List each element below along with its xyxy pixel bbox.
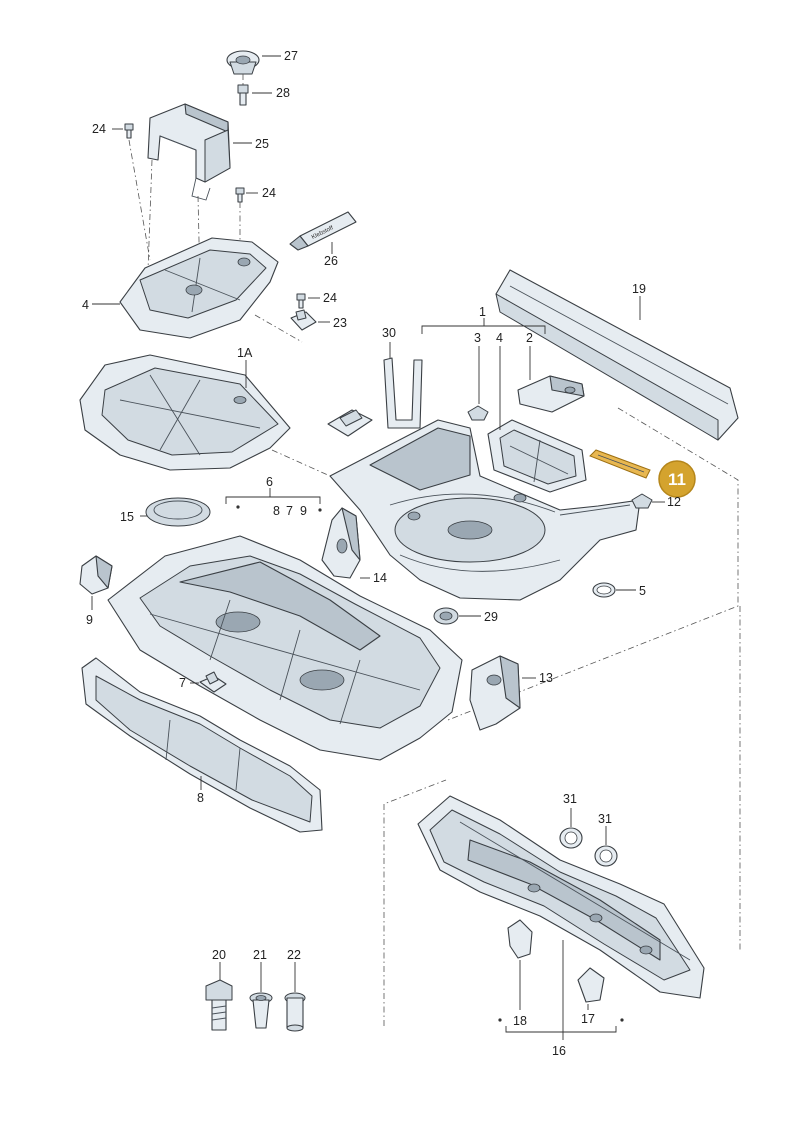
callout-18: 18: [513, 1014, 527, 1028]
part-4-tray-upper: [119, 237, 279, 339]
callout-9b: 9: [86, 613, 93, 627]
part-30-strap: [383, 357, 423, 429]
part-26-adhesive-tube: Klebstoff: [289, 211, 357, 251]
part-28-screw: [237, 84, 249, 106]
callout-1: 1: [479, 305, 486, 319]
callout-29: 29: [484, 610, 498, 624]
callout-4b: 4: [496, 331, 503, 345]
callout-24b: 24: [262, 186, 276, 200]
part-17-bracket: [577, 967, 605, 1003]
callout-3: 3: [474, 331, 481, 345]
callout-13: 13: [539, 671, 553, 685]
callout-31b: 31: [598, 812, 612, 826]
part-7-clip: [199, 671, 227, 693]
callout-15: 15: [120, 510, 134, 524]
callout-16: 16: [552, 1044, 566, 1058]
part-4-tray-lower: [487, 419, 587, 493]
callout-12: 12: [667, 495, 681, 509]
part-6-main-floor: [107, 535, 463, 761]
part-24a-bolt: [124, 123, 134, 139]
part-31a-grommet: [559, 827, 583, 849]
callout-1A: 1A: [237, 346, 253, 360]
callout-28: 28: [276, 86, 290, 100]
part-9-bracket: [79, 555, 113, 595]
callout-31a: 31: [563, 792, 577, 806]
part-25-bracket: [147, 103, 231, 201]
callout-24a: 24: [92, 122, 106, 136]
highlight-badge-11: 11: [658, 460, 696, 498]
callout-8b: 8: [197, 791, 204, 805]
callout-25: 25: [255, 137, 269, 151]
part-29-grommet: [433, 607, 459, 625]
callout-24c: 24: [323, 291, 337, 305]
part-19-cross-member: [495, 269, 739, 441]
part-15-pad: [145, 497, 211, 527]
callout-7a: 7: [286, 504, 293, 518]
callout-22: 22: [287, 948, 301, 962]
part-20-bolt: [205, 979, 233, 1031]
part-1A-wheel-cover: [79, 354, 291, 471]
part-8-heat-shield: [81, 657, 323, 833]
part-24b-bolt: [235, 187, 245, 203]
part-24c-bolt: [296, 293, 306, 309]
callout-5: 5: [639, 584, 646, 598]
part-2-bracket: [517, 375, 585, 413]
callout-23: 23: [333, 316, 347, 330]
part-27-grommet: [226, 50, 260, 75]
callout-14: 14: [373, 571, 387, 585]
callout-27: 27: [284, 49, 298, 63]
part-23-clip: [290, 309, 317, 331]
part-31b-grommet: [594, 845, 618, 867]
part-clip-small: [327, 409, 373, 437]
part-13-bracket: [469, 655, 521, 731]
part-1-rear-floor: [329, 419, 641, 601]
part-16-side-member: [417, 795, 705, 999]
part-12-nut: [631, 493, 653, 509]
part-5-grommet: [592, 582, 616, 598]
callout-4a: 4: [82, 298, 89, 312]
part-14-bracket: [321, 507, 361, 579]
callout-17: 17: [581, 1012, 595, 1026]
part-3-nut: [467, 405, 489, 421]
callout-8a: 8: [273, 504, 280, 518]
part-22-sleeve: [284, 992, 306, 1032]
callout-30: 30: [382, 326, 396, 340]
part-11-highlighted-strip: [589, 449, 651, 479]
highlight-label: 11: [668, 470, 686, 489]
callout-7b: 7: [179, 676, 186, 690]
callout-19: 19: [632, 282, 646, 296]
callout-2: 2: [526, 331, 533, 345]
part-18-bracket: [507, 919, 533, 959]
part-21-rivet-nut: [249, 992, 273, 1029]
callout-9a: 9: [300, 504, 307, 518]
callout-20: 20: [212, 948, 226, 962]
callout-6: 6: [266, 475, 273, 489]
callout-26: 26: [324, 254, 338, 268]
callout-21: 21: [253, 948, 267, 962]
